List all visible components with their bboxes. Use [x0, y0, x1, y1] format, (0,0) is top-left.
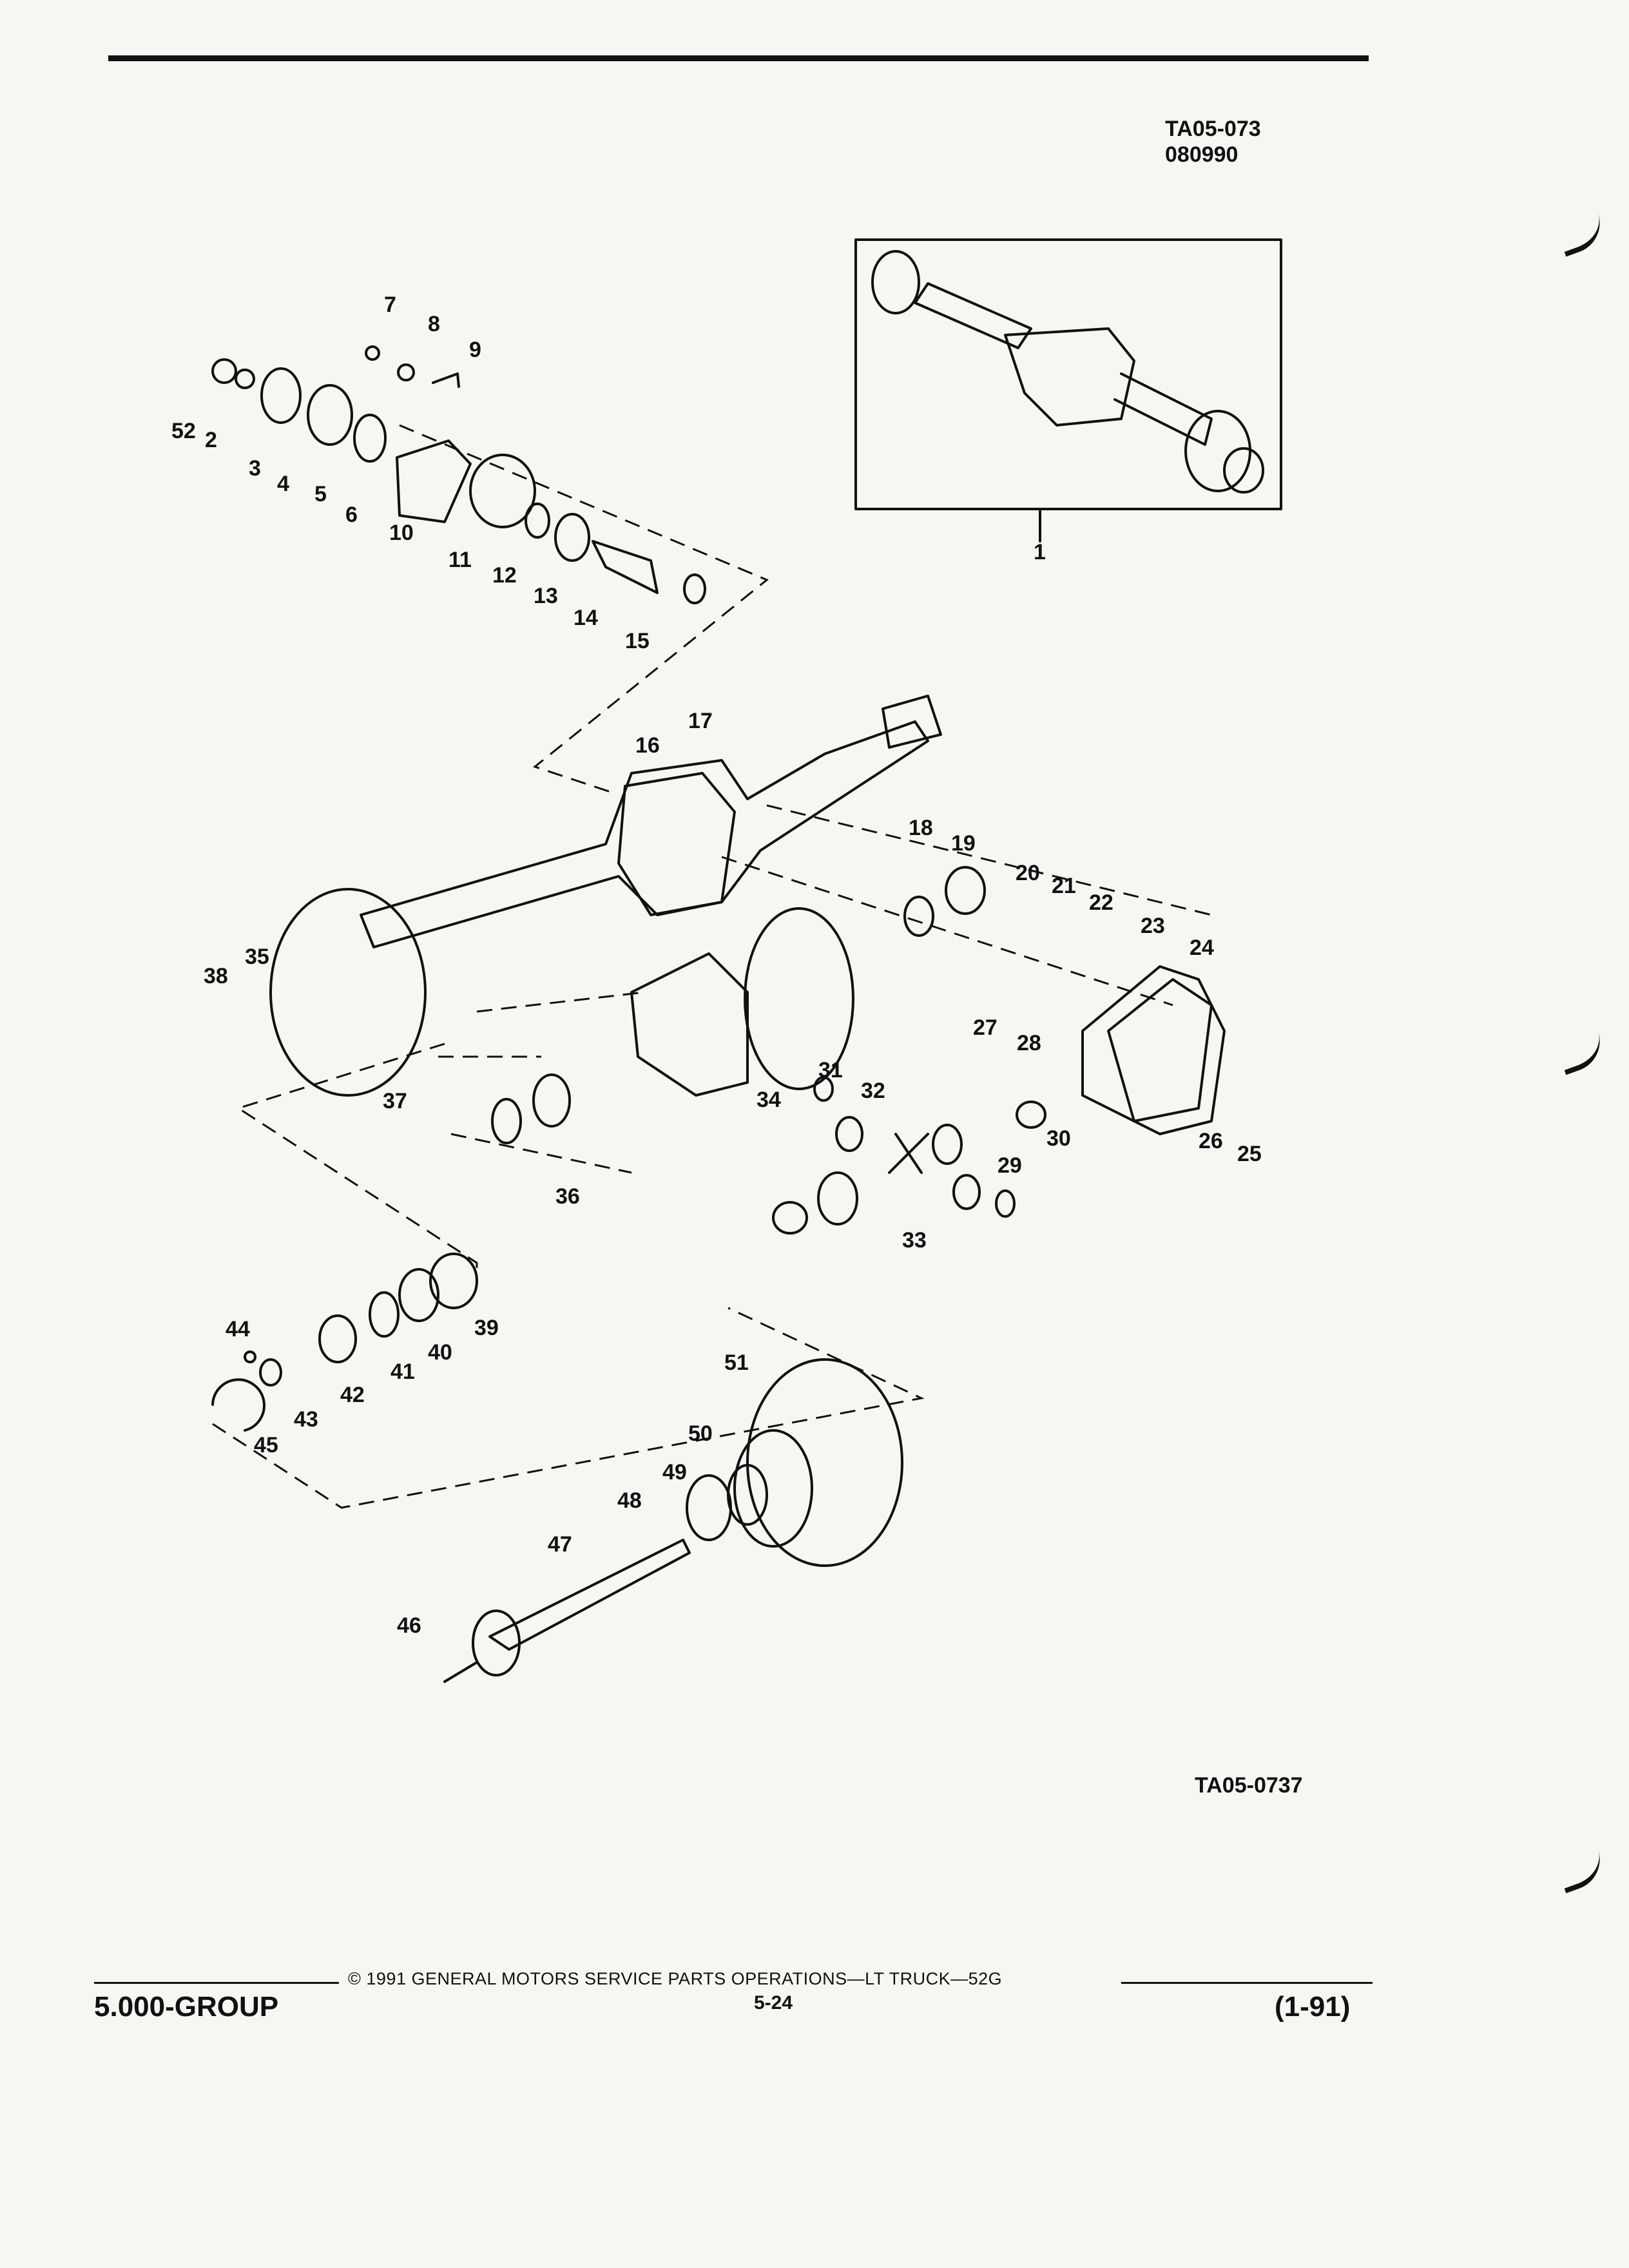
- callout-41: 41: [390, 1360, 415, 1384]
- footer-group: 5.000-GROUP: [94, 1991, 279, 2023]
- callout-37: 37: [383, 1089, 407, 1113]
- callout-35: 35: [245, 945, 269, 969]
- footer-copyright: © 1991 GENERAL MOTORS SERVICE PARTS OPER…: [348, 1969, 1003, 1988]
- footer-page-number: 5-24: [754, 1992, 793, 2013]
- callout-32: 32: [861, 1079, 885, 1103]
- callout-23: 23: [1141, 914, 1165, 938]
- callout-50: 50: [688, 1421, 713, 1446]
- axle-housing: [360, 695, 942, 948]
- callout-5: 5: [314, 482, 327, 506]
- ring-gear: [744, 907, 854, 1090]
- callout-15: 15: [625, 629, 650, 653]
- callout-17: 17: [688, 709, 713, 733]
- callout-21: 21: [1052, 874, 1076, 898]
- callout-14: 14: [574, 606, 598, 630]
- callout-42: 42: [340, 1383, 365, 1407]
- callout-46: 46: [397, 1613, 421, 1638]
- callout-28: 28: [1017, 1031, 1041, 1055]
- top-rule: [108, 55, 1369, 61]
- callout-49: 49: [662, 1460, 687, 1485]
- assembled-axle-inset: [871, 250, 1264, 494]
- hub-drum: [746, 1358, 903, 1567]
- drawing-number: TA05-073: [1165, 117, 1261, 141]
- callout-10: 10: [389, 521, 414, 545]
- inset-frame: [854, 238, 1282, 510]
- rear-cover: [1081, 965, 1226, 1135]
- callout-7: 7: [384, 293, 396, 317]
- callout-38: 38: [204, 964, 228, 988]
- callout-25: 25: [1237, 1142, 1262, 1166]
- callout-48: 48: [617, 1488, 642, 1513]
- callout-40: 40: [428, 1340, 452, 1365]
- callout-26: 26: [1199, 1129, 1223, 1153]
- callout-34: 34: [757, 1088, 781, 1112]
- callout-4: 4: [277, 472, 289, 496]
- callout-51: 51: [724, 1350, 749, 1375]
- callout-3: 3: [249, 456, 261, 481]
- callout-31: 31: [818, 1058, 843, 1082]
- callout-43: 43: [294, 1407, 318, 1432]
- callout-27: 27: [973, 1015, 998, 1040]
- drawing-id-bottom: TA05-0737: [1195, 1773, 1303, 1798]
- backing-plate: [269, 888, 427, 1097]
- axle-shaft: [488, 1539, 691, 1651]
- callout-9: 9: [469, 338, 481, 362]
- footer-rule-right: [1121, 1982, 1373, 1984]
- callout-22: 22: [1089, 890, 1113, 915]
- pinion-parts: [211, 345, 706, 604]
- callout-30: 30: [1046, 1126, 1071, 1151]
- callout-45: 45: [254, 1433, 278, 1457]
- callout-20: 20: [1016, 861, 1040, 885]
- callout-labels: 1 2 3 4 5 6 7 8 9 10 11 12 13 14 15 16 1…: [171, 293, 1262, 1638]
- callout-29: 29: [998, 1153, 1022, 1178]
- drawing-date-code: 080990: [1165, 142, 1239, 167]
- callout-39: 39: [474, 1316, 499, 1340]
- drawing-id-top: TA05-073 080990: [1165, 116, 1261, 168]
- callout-19: 19: [951, 831, 976, 856]
- callout-2: 2: [205, 428, 217, 452]
- callout-1: 1: [1034, 540, 1046, 564]
- callout-16: 16: [635, 733, 660, 758]
- callout-24: 24: [1190, 936, 1214, 960]
- callout-18: 18: [909, 816, 933, 840]
- callout-33: 33: [902, 1228, 927, 1253]
- callout-47: 47: [548, 1532, 572, 1557]
- footer-date: (1-91): [1275, 1991, 1351, 2023]
- callout-12: 12: [492, 563, 517, 588]
- callout-6: 6: [345, 503, 358, 527]
- callout-8: 8: [428, 312, 440, 336]
- callout-13: 13: [534, 584, 558, 608]
- footer-rule-left: [94, 1982, 339, 1984]
- callout-52: 52: [171, 419, 196, 443]
- callout-44: 44: [226, 1317, 250, 1341]
- differential-case: [630, 952, 749, 1097]
- callout-11: 11: [448, 548, 472, 572]
- callout-36: 36: [555, 1184, 580, 1209]
